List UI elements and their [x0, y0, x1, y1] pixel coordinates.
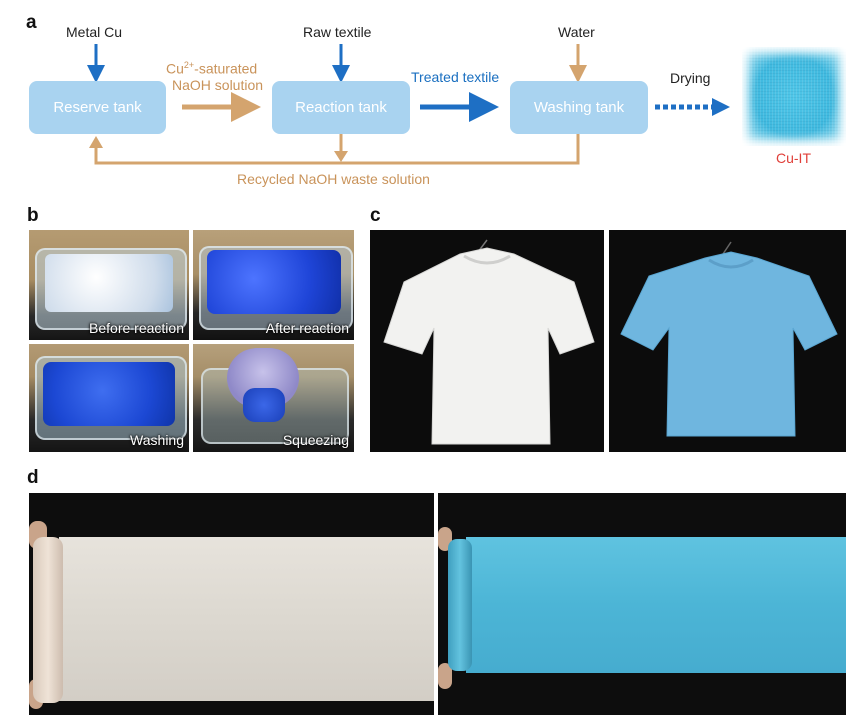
recycle-loop-line — [94, 134, 580, 165]
caption-before-reaction: Before reaction — [89, 320, 184, 336]
panel-d-letter: d — [27, 467, 39, 488]
metal-cu-label: Metal Cu — [66, 24, 123, 40]
blue-fabric-sheet — [466, 537, 846, 673]
caption-washing: Washing — [130, 432, 184, 448]
photo-blue-fabric-roll — [438, 493, 846, 715]
white-fabric — [45, 254, 173, 312]
cu-superscript: 2+ — [183, 60, 195, 70]
photo-squeezing: Squeezing — [193, 344, 354, 452]
white-fabric-roll — [33, 537, 63, 703]
cu-saturated-label: Cu2+-saturated — [166, 60, 257, 77]
photo-white-fabric-roll — [29, 493, 434, 715]
cu-prefix: Cu — [166, 60, 184, 77]
raw-textile-label: Raw textile — [303, 24, 372, 40]
panel-b-letter: b — [27, 205, 39, 226]
drying-label: Drying — [670, 70, 711, 86]
white-tshirt-shape — [383, 239, 595, 445]
photo-blue-tshirt — [609, 230, 846, 452]
recycle-arrowhead-reserve — [89, 136, 103, 148]
washing-tank-label: Washing tank — [533, 99, 625, 116]
blue-fabric — [243, 388, 285, 422]
recycled-naoh-label: Recycled NaOH waste solution — [237, 171, 430, 187]
drying-arrowhead — [712, 98, 730, 116]
treated-textile-label: Treated textile — [411, 69, 500, 85]
caption-squeezing: Squeezing — [282, 432, 349, 448]
reaction-tank-label: Reaction tank — [295, 99, 387, 116]
cu-suffix: -saturated — [194, 60, 258, 77]
washing-tank-box: Washing tank — [510, 81, 648, 134]
panel-a-letter: a — [26, 12, 37, 33]
cu-it-label: Cu-IT — [776, 150, 811, 166]
cu-it-fabric-swatch — [742, 47, 846, 146]
panel-c-letter: c — [370, 205, 381, 226]
reserve-tank-box: Reserve tank — [29, 81, 166, 134]
photo-after-reaction: After reaction — [193, 230, 354, 340]
naoh-solution-label: NaOH solution — [172, 77, 264, 93]
blue-tshirt-shape — [620, 241, 838, 437]
caption-after-reaction: After reaction — [265, 320, 349, 336]
blue-fabric — [207, 250, 341, 314]
photo-washing: Washing — [29, 344, 189, 452]
blue-fabric-roll — [448, 539, 472, 671]
water-label: Water — [558, 24, 595, 40]
photo-white-tshirt — [370, 230, 604, 452]
reserve-tank-label: Reserve tank — [53, 99, 142, 116]
hand-right-bottom — [438, 663, 452, 689]
white-fabric-sheet — [59, 537, 434, 701]
blue-fabric — [43, 362, 175, 426]
photo-before-reaction: Before reaction — [29, 230, 189, 340]
recycle-arrowhead-reaction — [334, 151, 348, 162]
reaction-tank-box: Reaction tank — [272, 81, 410, 134]
